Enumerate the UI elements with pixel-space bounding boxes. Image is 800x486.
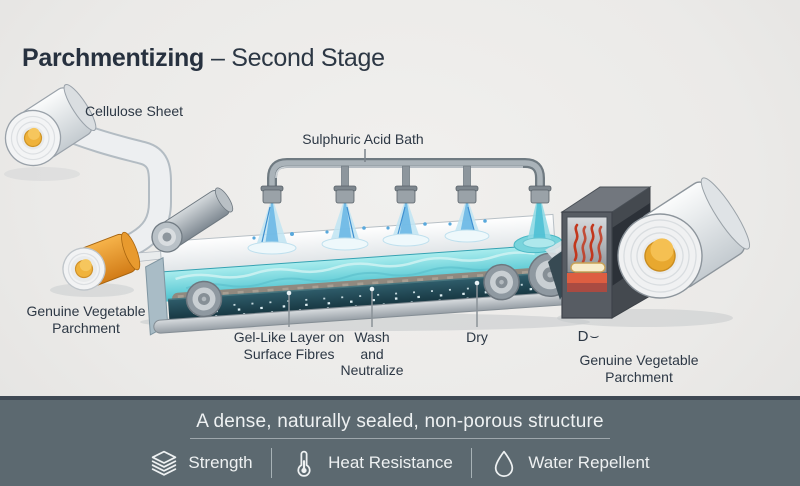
conveyor-roller-right — [483, 263, 520, 301]
label-dry-mark: D⌣ — [577, 328, 601, 345]
thermometer-icon — [297, 450, 311, 477]
features-row: Strength Heat Resistance Water R — [0, 448, 800, 478]
spray — [382, 203, 430, 247]
cellulose-roll — [4, 84, 97, 167]
feature-strength: Strength — [150, 449, 253, 477]
label-dry: Dry — [466, 329, 488, 345]
label-cellulose-sheet: Cellulose Sheet — [84, 103, 184, 119]
label-gel-layer: Gel-Like Layer on Surface Fibres — [233, 329, 345, 362]
belt-housing — [167, 272, 555, 324]
page-title: Parchmentizing– Second Stage — [22, 44, 385, 73]
feature-label: Water Repellent — [528, 453, 650, 472]
title-stage: – Second Stage — [210, 44, 385, 72]
banner-underline — [190, 438, 610, 439]
droplet-icon — [495, 450, 514, 477]
spray-pipe — [260, 149, 552, 204]
heating-element — [570, 262, 606, 273]
spray — [247, 203, 297, 255]
nozzle-caps — [260, 185, 552, 204]
feature-label: Heat Resistance — [328, 453, 453, 472]
conveyor-roller-left — [185, 280, 223, 318]
acid-sprays — [247, 203, 556, 255]
title-product: Parchmentizing — [22, 44, 204, 72]
feature-separator — [470, 448, 473, 478]
label-sulphuric-acid-bath: Sulphuric Acid Bath — [302, 131, 424, 147]
label-parchment-left: Genuine Vegetable Parchment — [26, 303, 146, 336]
layers-icon — [152, 450, 177, 476]
feature-separator — [270, 448, 273, 478]
spray — [522, 203, 556, 249]
spray — [321, 203, 369, 251]
feature-heat-resistance: Heat Resistance — [290, 449, 453, 477]
feature-water-repellent: Water Repellent — [490, 449, 650, 477]
banner-headline: A dense, naturally sealed, non-porous st… — [196, 411, 604, 432]
parchment-roller-left — [62, 231, 141, 291]
spray — [444, 203, 490, 243]
label-parchment-right: Genuine Vegetable Parchment — [579, 352, 699, 385]
guide-roller — [151, 187, 234, 253]
leader-lines — [286, 280, 480, 327]
summary-banner: A dense, naturally sealed, non-porous st… — [0, 396, 800, 486]
feature-label: Strength — [188, 453, 253, 472]
label-wash-neutralize: Wash and Neutralize — [340, 329, 404, 379]
parchment-roll-right — [617, 177, 751, 299]
heat-waves — [573, 223, 603, 264]
